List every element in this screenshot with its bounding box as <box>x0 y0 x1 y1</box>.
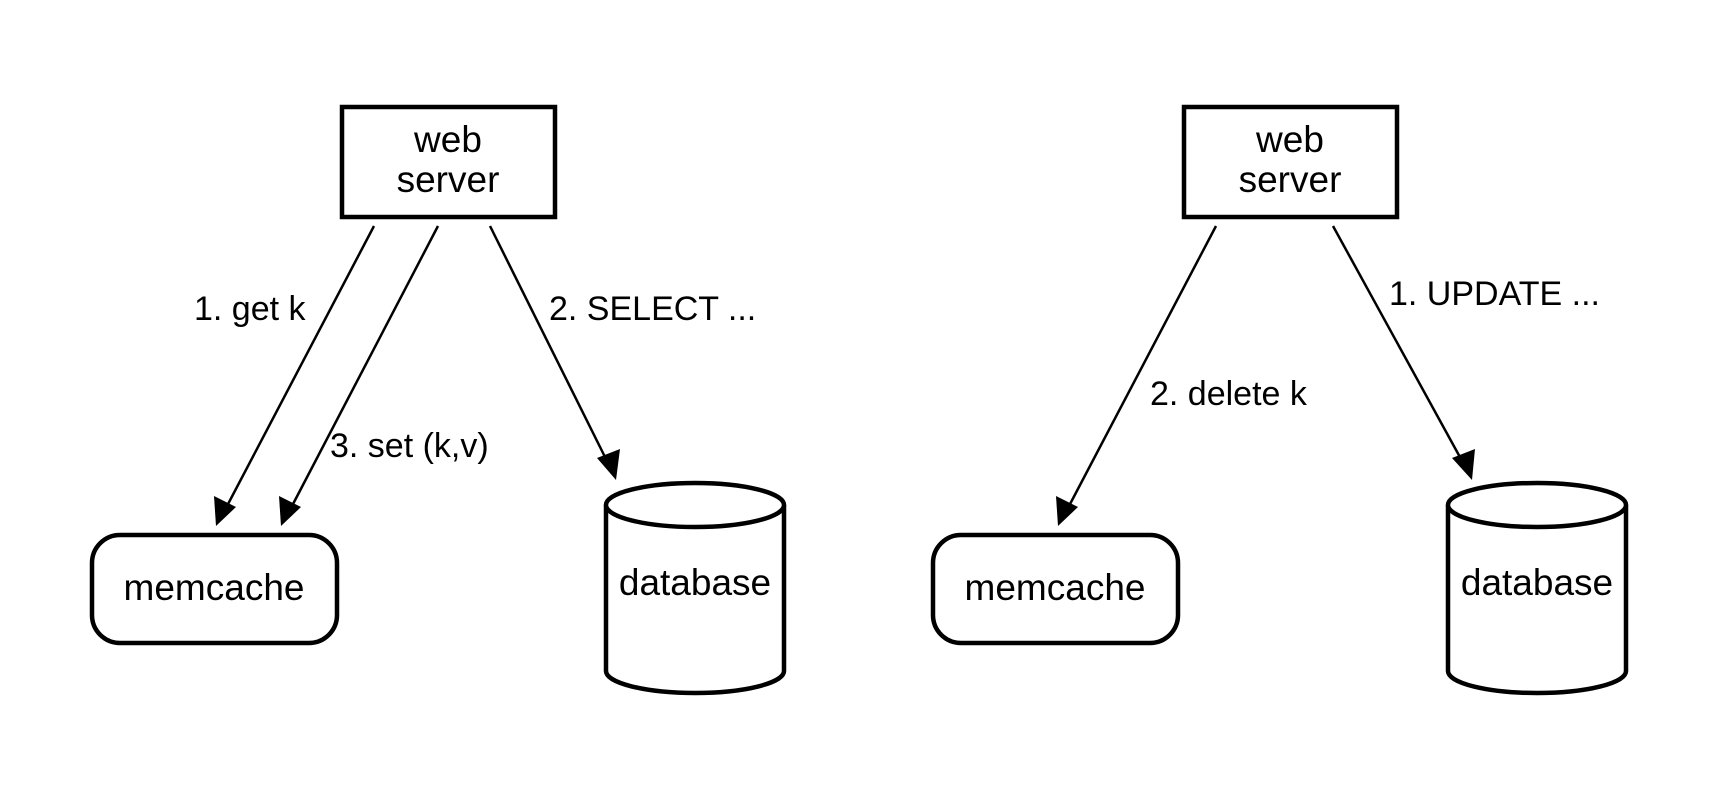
get-k-arrow <box>214 225 376 526</box>
database-node: database <box>603 480 787 696</box>
web-server-label-line1: web <box>413 119 482 160</box>
database-label: database <box>619 562 771 603</box>
web-server-label-line2: server <box>397 159 500 200</box>
memcache-node: memcache <box>89 532 340 646</box>
delete-k-label: 2. delete k <box>1150 375 1308 413</box>
select-label: 2. SELECT ... <box>549 290 756 328</box>
set-kv-label: 3. set (k,v) <box>330 427 489 465</box>
set-kv-arrow <box>279 225 440 526</box>
web-server-label-line1: web <box>1255 119 1324 160</box>
database-node: database <box>1445 480 1629 696</box>
web-server-node: web server <box>1181 104 1400 220</box>
read-path-diagram: web server memcache database 1. get k 3.… <box>89 104 787 696</box>
web-server-label-line2: server <box>1239 159 1342 200</box>
database-label: database <box>1461 562 1613 603</box>
update-arrow <box>1331 225 1475 480</box>
memcache-label: memcache <box>965 567 1146 608</box>
memcache-label: memcache <box>124 567 305 608</box>
delete-k-arrow <box>1056 225 1218 526</box>
select-arrow <box>488 225 620 480</box>
update-label: 1. UPDATE ... <box>1389 275 1600 313</box>
get-k-label: 1. get k <box>194 290 307 328</box>
web-server-node: web server <box>339 104 558 220</box>
write-path-diagram: web server memcache database 2. delete k… <box>930 104 1629 696</box>
memcache-node: memcache <box>930 532 1181 646</box>
